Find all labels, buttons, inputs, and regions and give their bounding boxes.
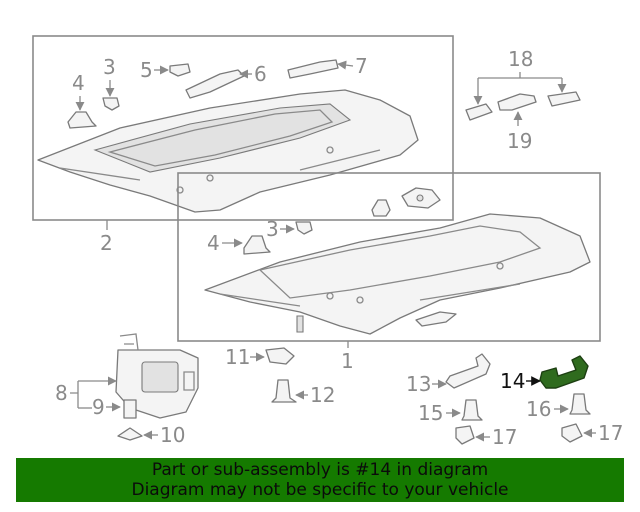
callout-2: 2 [100,231,113,255]
parts-diagram: 4 3 5 6 7 2 18 19 3 4 1 [32,35,623,449]
callout-13: 13 [406,372,431,396]
callout-5: 5 [140,58,153,82]
callout-6: 6 [254,62,267,86]
part-9 [123,399,137,419]
part-16 [569,393,591,415]
banner-line-part-number: Part or sub-assembly is #14 in diagram [151,460,489,480]
part-17-right [561,423,583,443]
info-banner: Part or sub-assembly is #14 in diagram D… [16,458,624,502]
sunroof-headliner-box [32,35,454,221]
callout-4-upper: 4 [72,71,85,95]
callout-16: 16 [526,397,551,421]
part-4-upper [67,111,97,129]
leader-7 [337,60,354,70]
callout-15: 15 [418,401,443,425]
callout-19: 19 [507,129,532,153]
sunroof-headliner [37,89,419,213]
callout-11: 11 [225,345,250,369]
part-18-right [547,91,581,107]
part-5 [169,63,191,77]
part-7 [287,59,339,79]
callout-17-left: 17 [492,425,517,449]
part-15 [461,399,483,421]
callout-18: 18 [508,47,533,71]
part-6 [185,69,245,99]
part-4-lower [243,235,271,255]
headliner-strip [415,311,457,327]
part-3-upper [102,97,120,111]
part-18-left [465,103,493,121]
callout-10: 10 [160,423,185,447]
headliner-box [177,172,601,342]
headliner [204,213,591,335]
part-10 [117,427,143,441]
leader-8 [70,381,79,408]
part-14-grab-handle-highlighted[interactable] [539,355,589,389]
headliner-stud [296,315,304,333]
part-3-lower [295,221,313,235]
leader-18 [478,72,562,79]
callout-12: 12 [310,383,335,407]
banner-line-disclaimer: Diagram may not be specific to your vehi… [131,480,509,500]
headliner-clip [371,199,391,217]
part-12 [271,379,297,403]
callout-3-upper: 3 [103,55,116,79]
callout-7: 7 [355,54,368,78]
callout-4-lower: 4 [207,231,220,255]
callout-8: 8 [55,381,68,405]
part-19 [497,93,537,111]
part-11 [265,347,295,365]
callout-9: 9 [92,395,105,419]
callout-14: 14 [500,369,525,393]
callout-1: 1 [341,349,354,373]
vanity-mirror [141,361,179,393]
part-17-left [455,425,475,445]
callout-17-right: 17 [598,421,623,445]
part-13-grab-handle [445,353,491,389]
callout-3-lower: 3 [266,217,279,241]
